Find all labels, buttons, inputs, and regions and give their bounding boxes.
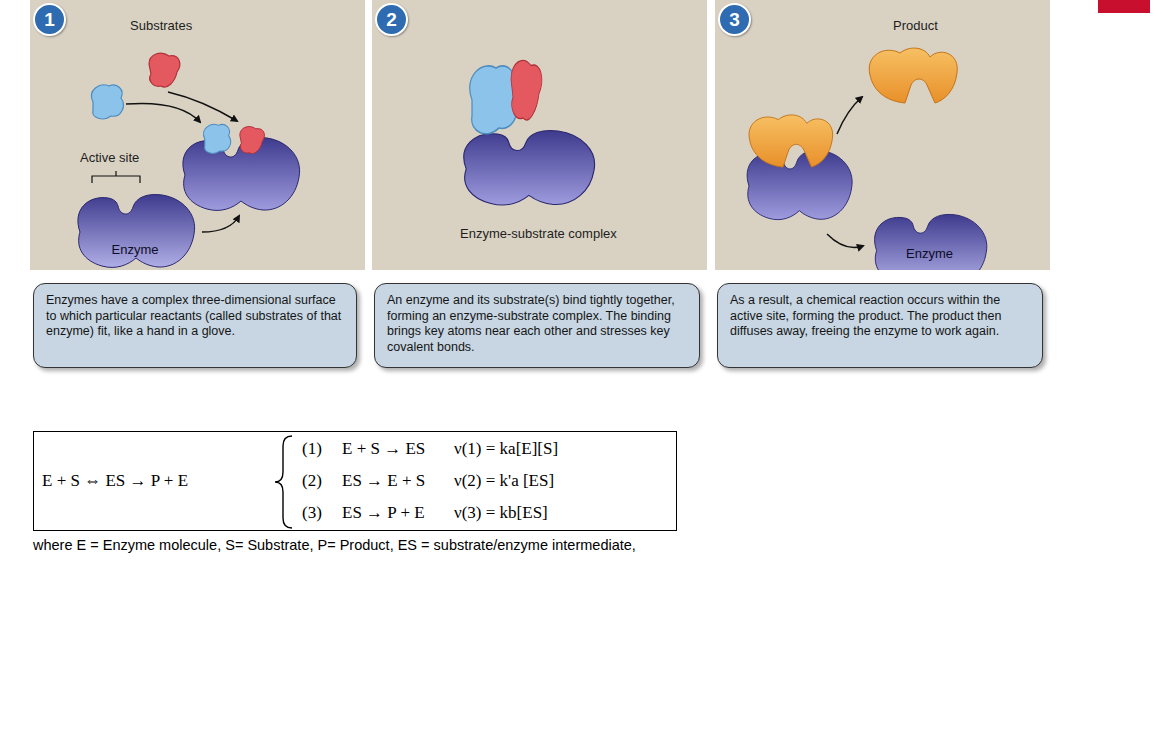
substrate-blue (91, 85, 123, 119)
caption-box: As a result, a chemical reaction occurs … (717, 283, 1043, 368)
enzyme-outline (70, 192, 200, 270)
equation-text: (2) (302, 470, 322, 492)
arrow (837, 97, 862, 134)
step-number: 1 (33, 3, 66, 36)
enzyme-label: Enzyme (70, 242, 200, 257)
callout-number: 2 (386, 10, 397, 29)
substrate-red (149, 53, 180, 87)
caption-box: Enzymes have a complex three-dimensional… (33, 283, 357, 368)
enzyme-label: Enzyme (867, 246, 992, 261)
enzyme-shape (464, 131, 595, 205)
caption-text: Enzymes have a complex three-dimensional… (34, 284, 356, 349)
arrow (126, 103, 200, 122)
substrate-red (240, 127, 265, 154)
enzyme-outline (867, 212, 992, 270)
equation-text: ν(2) = k'a [ES] (454, 470, 554, 492)
equation-text: ES → E + S (342, 470, 425, 492)
panel-label: Active site (80, 150, 139, 165)
equation-text: (3) (302, 502, 322, 524)
step-number: 3 (718, 3, 751, 36)
product-shape (749, 115, 833, 167)
callout-number: 1 (44, 10, 55, 29)
step-panel: Product 3Enzyme (715, 0, 1050, 270)
caption-box: An enzyme and its substrate(s) bind tigh… (374, 283, 700, 368)
curly-brace (275, 436, 292, 528)
enzyme-shape: Enzyme (867, 212, 992, 270)
step-number: 2 (375, 3, 408, 36)
arrow (202, 216, 239, 232)
step-panel: SubstratesActive site 1Enzyme (30, 0, 365, 270)
product-shape (869, 48, 957, 103)
equation-box: E + S ⇔ ES → P + E (1) E + S → ES ν(1) = ka… (33, 431, 677, 531)
note-text: where E = Enzyme molecule, S= Substrate,… (33, 537, 636, 553)
step-panel: Enzyme-substrate complex 2 (372, 0, 707, 270)
panel-label: Enzyme-substrate complex (460, 226, 617, 241)
substrate-blue (470, 66, 518, 134)
equation-text: (1) (302, 438, 322, 460)
equation-text: E + S ⇔ ES → P + E (42, 470, 188, 492)
substrate-blue (204, 124, 231, 153)
arrow (827, 234, 863, 248)
panel-label: Substrates (130, 18, 192, 33)
enzyme-shape: Enzyme (70, 192, 200, 270)
active-site-bracket (92, 171, 140, 183)
logo-corner (1098, 0, 1150, 13)
panel-label: Product (893, 18, 938, 33)
enzyme-body (875, 214, 987, 270)
arrow (168, 92, 237, 121)
callout-number: 3 (729, 10, 740, 29)
equation-text: E + S → ES (342, 438, 425, 460)
substrate-red (511, 61, 542, 120)
equation-text: ν(1) = ka[E][S] (454, 438, 558, 460)
caption-text: An enzyme and its substrate(s) bind tigh… (375, 284, 699, 364)
equation-text: ES → P + E (342, 502, 425, 524)
caption-text: As a result, a chemical reaction occurs … (718, 284, 1042, 349)
equation-text: ν(3) = kb[ES] (454, 502, 548, 524)
